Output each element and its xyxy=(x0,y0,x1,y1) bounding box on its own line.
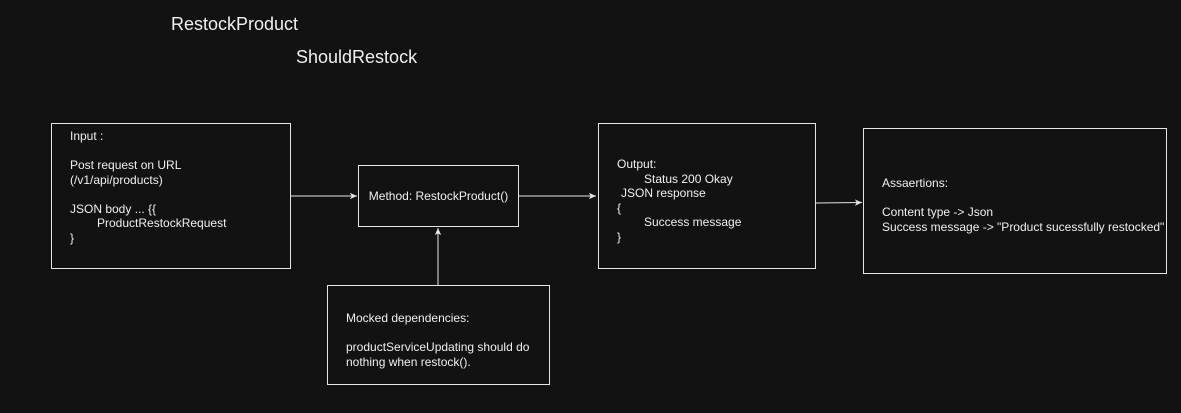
diagram-title: RestockProduct xyxy=(171,14,299,34)
spacer xyxy=(346,326,549,341)
input-close-brace: } xyxy=(70,230,75,245)
input-url: (/v1/api/products) xyxy=(70,172,163,187)
spacer xyxy=(70,144,290,159)
mocked-line-1: productServiceUpdating should do xyxy=(346,340,530,354)
method-label: Method: RestockProduct() xyxy=(368,188,509,203)
spacer xyxy=(882,191,1166,206)
input-box: Input : Post request on URL (/v1/api/pro… xyxy=(51,123,291,269)
output-success-message: Success message xyxy=(644,215,742,229)
assertion-success-message: Success message -> "Product sucessfully … xyxy=(882,219,1165,234)
spacer xyxy=(70,187,290,202)
mocked-line-2: nothing when restock(). xyxy=(346,354,471,369)
input-json-body: JSON body ... {{ xyxy=(70,201,157,216)
output-close-brace: } xyxy=(617,229,622,244)
output-open-brace: { xyxy=(617,200,622,215)
output-box: Output: Status 200 Okay JSON response { … xyxy=(598,123,816,269)
input-request-line: Post request on URL xyxy=(70,158,182,172)
input-heading: Input : xyxy=(70,129,104,143)
output-json-response: JSON response xyxy=(621,186,706,200)
output-heading: Output: xyxy=(617,157,657,171)
assertions-box: Assaertions: Content type -> Json Succes… xyxy=(863,128,1167,274)
diagram-subtitle: ShouldRestock xyxy=(296,47,418,67)
mocked-dependencies-box: Mocked dependencies: productServiceUpdat… xyxy=(327,285,550,385)
mocked-heading: Mocked dependencies: xyxy=(346,311,470,325)
assertion-content-type: Content type -> Json xyxy=(882,205,994,219)
input-request-type: ProductRestockRequest xyxy=(97,216,227,230)
arrow-output-to-assertions xyxy=(815,199,863,206)
output-status: Status 200 Okay xyxy=(644,171,733,186)
method-box: Method: RestockProduct() xyxy=(358,165,519,227)
assertions-heading: Assaertions: xyxy=(882,176,949,190)
